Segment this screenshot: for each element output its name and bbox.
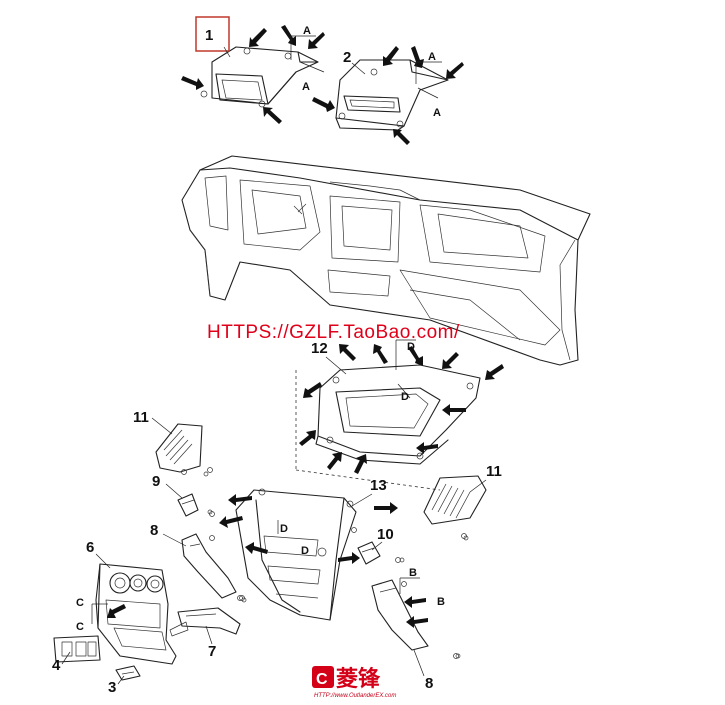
part-11-left-side-vent xyxy=(155,423,203,475)
callout-8-right: 8 xyxy=(425,675,433,692)
part-1-meter-hood xyxy=(200,46,319,108)
callout-13: 13 xyxy=(370,477,387,494)
callout-10: 10 xyxy=(377,526,394,543)
ref-c-1: C xyxy=(76,597,84,609)
logo-text: 菱锋 xyxy=(336,666,381,692)
logo-url: HTTP://www.OutlanderEX.com xyxy=(314,693,396,699)
part-2-center-upper-panel xyxy=(335,59,449,131)
callout-4: 4 xyxy=(52,657,61,674)
ref-b-2: B xyxy=(437,596,445,608)
callout-8-left: 8 xyxy=(150,522,158,539)
part-4-switch-panel xyxy=(53,635,101,663)
callout-7: 7 xyxy=(208,643,216,660)
ref-c-2: C xyxy=(76,621,84,633)
ref-d-3: D xyxy=(280,523,288,535)
part-2-arrows xyxy=(312,46,464,145)
ref-a-1: A xyxy=(303,25,311,37)
watermark-url: HTTPS://GZLF.TaoBao.com/ xyxy=(207,322,460,343)
ref-d-1: D xyxy=(407,341,415,353)
part-10-bracket xyxy=(357,541,401,565)
instrument-panel-assembly xyxy=(181,155,591,366)
callout-2: 2 xyxy=(343,49,351,66)
brand-logo: C 菱锋 HTTP://www.OutlanderEX.com xyxy=(312,666,396,699)
part-8-right-side-trim xyxy=(371,579,459,659)
part-6-center-register-panel xyxy=(95,563,177,665)
ref-a-2: A xyxy=(302,81,310,93)
screws xyxy=(203,471,469,659)
part-12-center-frame xyxy=(315,364,481,465)
part-8-right-arrows xyxy=(404,596,428,628)
part-13-center-stack-panel xyxy=(235,488,357,621)
ref-d-2: D xyxy=(401,391,409,403)
svg-text:C: C xyxy=(316,671,328,688)
part-11-right-side-vent xyxy=(423,475,487,539)
callout-9: 9 xyxy=(152,473,160,490)
part-8-left-side-trim xyxy=(181,533,245,601)
ref-b-1: B xyxy=(409,567,417,579)
callout-11-left: 11 xyxy=(133,409,149,426)
ref-d-4: D xyxy=(301,545,309,557)
part-1-arrows xyxy=(181,25,325,124)
part-7-lower-bracket xyxy=(169,607,241,637)
ref-a-4: A xyxy=(433,107,441,119)
part-13-arrows xyxy=(219,494,398,564)
callout-11-right: 11 xyxy=(486,463,502,480)
part-6-arrow xyxy=(107,604,126,618)
part-1-highlight-box xyxy=(195,16,230,52)
part-9-bracket xyxy=(177,467,215,517)
part-3-clip xyxy=(115,665,141,681)
callout-12: 12 xyxy=(311,340,328,357)
callout-6: 6 xyxy=(86,539,94,556)
part-12-arrows xyxy=(299,344,504,474)
ref-a-3: A xyxy=(428,51,436,63)
callout-3: 3 xyxy=(108,679,116,696)
callout-1: 1 xyxy=(205,27,213,44)
